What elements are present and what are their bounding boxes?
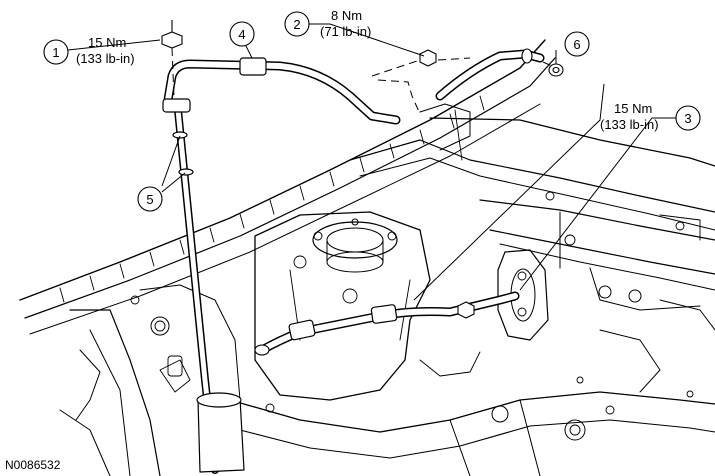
alignment-lines <box>171 47 553 115</box>
callout-circle <box>564 31 590 57</box>
bolt-1 <box>161 31 183 49</box>
callout-6: 6 <box>564 31 590 57</box>
fasteners <box>161 20 564 319</box>
engine-bay-drawing <box>19 39 715 476</box>
callout-5: 5 <box>137 186 163 212</box>
callout-circle <box>229 21 255 47</box>
torque-lbin: (133 lb-in) <box>76 51 135 66</box>
callout-number: 4 <box>238 27 245 42</box>
hose-assembly <box>162 48 545 474</box>
callout-circle <box>43 39 69 65</box>
callout-circle <box>675 105 701 131</box>
nut-2 <box>419 49 437 67</box>
torque-nm: 8 Nm <box>331 8 362 23</box>
figure-id: N0086532 <box>5 458 61 472</box>
leader-lines <box>67 23 676 301</box>
callout-3: 3 15 Nm (133 lb-in) <box>600 101 701 132</box>
callout-number: 6 <box>573 37 580 52</box>
callout-1: 1 15 Nm (133 lb-in) <box>43 35 135 66</box>
callout-2: 2 8 Nm (71 lb-in) <box>284 8 371 39</box>
callout-number: 2 <box>293 17 300 32</box>
torque-lbin: (133 lb-in) <box>600 117 659 132</box>
torque-lbin: (71 lb-in) <box>320 24 371 39</box>
callout-4: 4 <box>229 21 255 47</box>
callout-number: 3 <box>684 111 691 126</box>
torque-nm: 15 Nm <box>614 101 652 116</box>
callout-number: 1 <box>52 45 59 60</box>
torque-nm: 15 Nm <box>88 35 126 50</box>
callout-circle <box>137 186 163 212</box>
bolt-3 <box>457 301 475 319</box>
callout-number: 5 <box>146 192 153 207</box>
callout-circle <box>284 11 310 37</box>
